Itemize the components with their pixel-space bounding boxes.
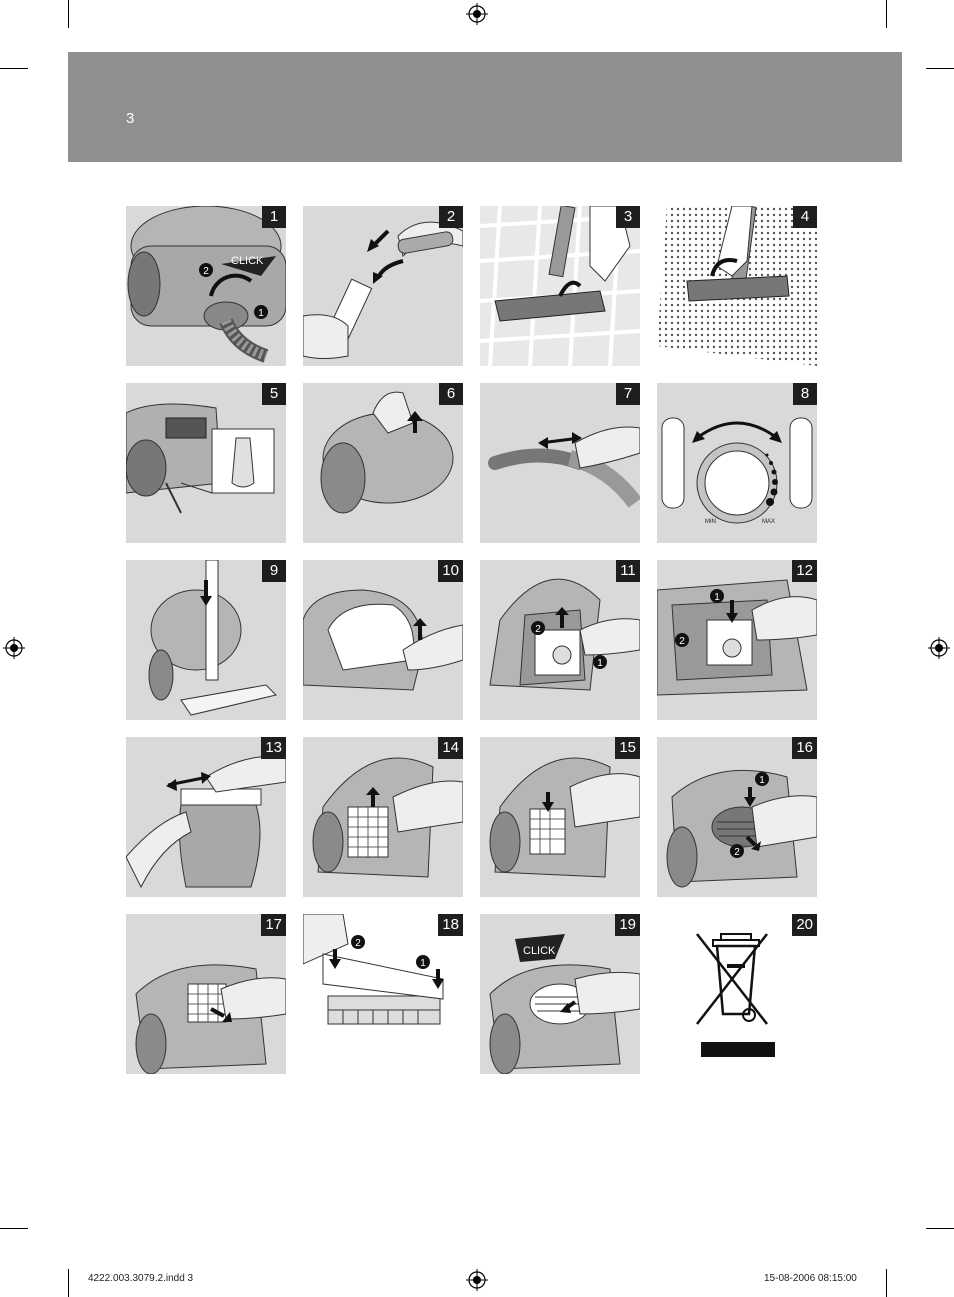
step-number: 11 (616, 560, 640, 582)
handle-slider-illustration (488, 426, 640, 508)
step-number: 16 (792, 737, 817, 759)
svg-text:1: 1 (714, 592, 720, 603)
step-number: 14 (438, 737, 463, 759)
max-label: MAX (762, 519, 775, 525)
insert-motor-filter-illustration (489, 757, 640, 878)
crevice-tool-illustration (126, 403, 275, 514)
callout-1: 1 (258, 308, 264, 319)
step-4-tile: 4 (657, 206, 817, 366)
step-15-tile: 15 (480, 737, 640, 897)
crop-mark (886, 0, 887, 28)
footer-timestamp: 15-08-2006 08:15:00 (764, 1273, 857, 1284)
step-number: 6 (439, 383, 463, 405)
crop-mark (926, 1228, 954, 1229)
registration-mark-icon (466, 1269, 488, 1291)
step-8-tile: MIN MAX 8 (657, 383, 817, 543)
step-number: 9 (262, 560, 286, 582)
weee-crossed-bin-icon (696, 933, 775, 1057)
step-number: 17 (261, 914, 286, 936)
header-band: 3 (68, 52, 902, 162)
crop-mark (0, 1228, 28, 1229)
parking-position-illustration (148, 560, 277, 716)
step-16-tile: 1 2 16 (657, 737, 817, 897)
crop-mark (0, 68, 28, 69)
step-14-tile: 14 (303, 737, 463, 897)
step-number: 5 (262, 383, 286, 405)
nozzle-carpet-illustration (657, 206, 817, 366)
step-number: 7 (616, 383, 640, 405)
remove-motor-filter-illustration (312, 757, 463, 878)
step-13-tile: 13 (126, 737, 286, 897)
crop-mark (68, 1269, 69, 1297)
step-18-tile: 2 1 18 (303, 914, 463, 1074)
svg-text:2: 2 (734, 847, 740, 858)
step-9-tile: 9 (126, 560, 286, 720)
remove-exhaust-filter-illustration (135, 964, 286, 1074)
registration-mark-icon (928, 637, 950, 659)
step-number: 20 (792, 914, 817, 936)
page-number: 3 (126, 110, 135, 127)
callout-2: 2 (203, 266, 209, 277)
crop-mark (68, 0, 69, 28)
svg-text:2: 2 (355, 938, 361, 949)
step-number: 8 (793, 383, 817, 405)
step-number: 19 (615, 914, 640, 936)
min-label: MIN (705, 519, 716, 525)
step-5-tile: 5 (126, 383, 286, 543)
svg-text:1: 1 (597, 658, 603, 669)
step-20-tile: 20 (657, 914, 817, 1074)
svg-text:2: 2 (535, 624, 541, 635)
crop-mark (886, 1269, 887, 1297)
step-number: 18 (438, 914, 463, 936)
step-10-tile: 10 (303, 560, 463, 720)
step-3-tile: 3 (480, 206, 640, 366)
step-number: 4 (793, 206, 817, 228)
tube-assembly-illustration (303, 221, 463, 359)
step-6-tile: 6 (303, 383, 463, 543)
step-number: 15 (615, 737, 640, 759)
step-7-tile: 7 (480, 383, 640, 543)
open-cover-illustration (303, 589, 463, 691)
crop-mark (926, 68, 954, 69)
step-number: 13 (261, 737, 286, 759)
click-label: CLICK (523, 945, 556, 957)
step-number: 2 (439, 206, 463, 228)
power-dial-illustration: MIN MAX (661, 417, 813, 525)
click-label: CLICK (231, 255, 264, 267)
cord-rewind-illustration (320, 391, 454, 514)
step-2-tile: 2 (303, 206, 463, 366)
registration-mark-icon (3, 637, 25, 659)
registration-mark-icon (466, 3, 488, 25)
step-number: 10 (438, 560, 463, 582)
step-number: 1 (262, 206, 286, 228)
step-17-tile: 17 (126, 914, 286, 1074)
step-number: 12 (792, 560, 817, 582)
svg-text:1: 1 (759, 775, 765, 786)
footer-file-name: 4222.003.3079.2.indd 3 (88, 1273, 194, 1284)
nozzle-hard-floor-illustration (480, 206, 640, 366)
replace-filter-illustration: 2 1 (303, 914, 444, 1025)
step-number: 3 (616, 206, 640, 228)
open-exhaust-grille-illustration: 1 2 (666, 769, 817, 888)
svg-text:1: 1 (420, 958, 426, 969)
step-11-tile: 2 1 11 (480, 560, 640, 720)
step-1-tile: CLICK 2 1 1 (126, 206, 286, 366)
step-12-tile: 1 2 12 (657, 560, 817, 720)
bag-closure-illustration (126, 755, 286, 889)
hose-connect-illustration: CLICK 2 1 (127, 206, 286, 363)
close-grille-illustration: CLICK (489, 934, 640, 1074)
svg-text:2: 2 (679, 636, 685, 647)
insert-bag-illustration: 1 2 (657, 579, 817, 696)
step-19-tile: CLICK 19 (480, 914, 640, 1074)
remove-bag-illustration: 2 1 (489, 578, 640, 691)
